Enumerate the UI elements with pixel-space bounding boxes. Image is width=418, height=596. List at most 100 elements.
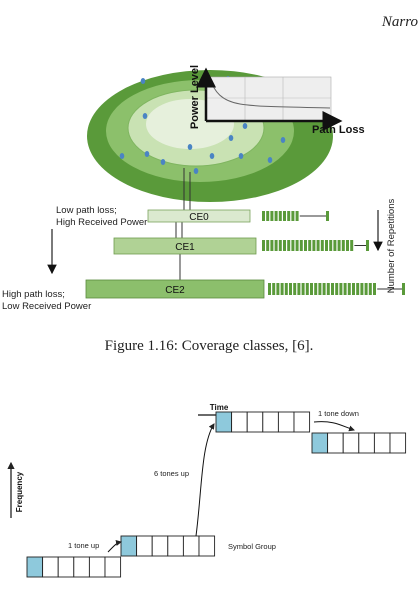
symbol-cell: [182, 535, 200, 557]
repetition-bar: [278, 211, 282, 221]
six-tones-up-arrow: [195, 423, 215, 537]
repetition-bar: [266, 211, 270, 221]
repetition-bar: [320, 240, 324, 251]
repetition-bar: [366, 240, 369, 251]
ce2-box: [85, 279, 265, 299]
repetition-bar: [339, 283, 343, 295]
symbol-cell: [88, 556, 106, 578]
symbol-cell: [311, 432, 329, 454]
repetition-bar: [318, 283, 322, 295]
repetition-bar: [326, 283, 330, 295]
symbol-cell: [57, 556, 75, 578]
symbol-cell: [198, 535, 216, 557]
ce1-label: CE1: [175, 242, 195, 253]
repetition-bar: [301, 283, 305, 295]
symbol-group-3: [215, 411, 311, 433]
repetitions-label: Number of Repetitions: [386, 198, 397, 293]
hopping-diagram: Time Frequency 1 tone up 6 tones up 1 to…: [7, 403, 407, 578]
repetition-bar: [337, 240, 341, 251]
repetition-bar: [347, 283, 351, 295]
repetition-bar: [291, 240, 295, 251]
symbol-cell: [327, 432, 344, 454]
ce0-box: [147, 209, 251, 223]
repetition-bar: [356, 283, 360, 295]
symbol-cell: [277, 411, 295, 433]
one-tone-down-label: 1 tone down: [318, 409, 359, 418]
repetition-bar: [272, 283, 276, 295]
repetition-bar: [341, 240, 345, 251]
repetition-bar: [268, 283, 271, 295]
repetition-bar: [289, 283, 292, 295]
ce2-repetitions: [268, 283, 405, 295]
symbol-cell: [136, 535, 153, 557]
repetition-bar: [360, 283, 364, 295]
repetition-bar: [402, 283, 405, 295]
repetition-bar: [270, 211, 274, 221]
symbol-cell: [120, 535, 138, 557]
one-tone-down-arrow: [313, 421, 355, 432]
repetition-bar: [295, 211, 299, 221]
symbol-group-2: [120, 535, 216, 557]
repetition-bar: [283, 240, 286, 251]
repetition-bar: [326, 211, 329, 221]
symbol-cell: [215, 411, 233, 433]
figure-caption: Figure 1.16: Coverage classes, [6].: [104, 338, 314, 354]
repetition-bar: [346, 240, 349, 251]
repetition-bar: [283, 211, 286, 221]
repetition-bar: [274, 240, 278, 251]
repetition-bar: [364, 283, 368, 295]
drop-lines: [175, 168, 191, 280]
coverage-diagram: Power Level Path Loss CE0 CE1 CE2 Low pa…: [2, 65, 405, 312]
symbol-cell: [262, 411, 279, 433]
repetition-bar: [335, 283, 339, 295]
symbol-cell: [73, 556, 90, 578]
repetition-bar: [333, 240, 337, 251]
repetition-bar: [368, 283, 372, 295]
ce0-repetitions: [262, 211, 329, 221]
six-tones-up-label: 6 tones up: [154, 469, 189, 478]
repetition-bar: [280, 283, 284, 295]
symbol-cell: [246, 411, 264, 433]
repetition-bar: [287, 211, 291, 221]
repetition-bar: [322, 283, 326, 295]
symbol-cell: [42, 556, 59, 578]
symbol-cell: [26, 556, 44, 578]
repetition-bar: [297, 283, 301, 295]
symbol-group-4: [311, 432, 407, 454]
inset-curve: [209, 77, 331, 109]
x-axis-label: Path Loss: [312, 124, 365, 136]
symbol-cell: [358, 432, 375, 454]
repetition-bar: [308, 240, 312, 251]
one-tone-up-arrow: [107, 540, 122, 553]
repetition-bar: [274, 211, 278, 221]
high-path-loss-text: High path loss; Low Received Power: [2, 289, 91, 312]
repetition-bar: [312, 240, 316, 251]
repetition-bar: [262, 240, 265, 251]
repetition-bar: [299, 240, 303, 251]
repetition-bar: [284, 283, 288, 295]
symbol-cell: [231, 411, 248, 433]
repetition-bar: [350, 240, 354, 251]
repetition-bar: [314, 283, 318, 295]
symbol-cell: [293, 411, 311, 433]
repetition-bar: [287, 240, 291, 251]
repetition-bar: [352, 283, 355, 295]
repetition-bar: [270, 240, 274, 251]
repetition-bar: [276, 283, 280, 295]
repetition-bar: [278, 240, 282, 251]
symbol-cell: [104, 556, 122, 578]
symbol-cell: [373, 432, 391, 454]
ce0-label: CE0: [189, 212, 209, 223]
repetition-bar: [310, 283, 313, 295]
inset-grid: [206, 77, 331, 121]
symbol-cell: [151, 535, 169, 557]
symbol-group-1: [26, 556, 122, 578]
repetition-bar: [262, 211, 265, 221]
symbol-cell: [167, 535, 184, 557]
repetition-bar: [266, 240, 270, 251]
one-tone-up-label: 1 tone up: [68, 541, 99, 550]
symbol-group-label: Symbol Group: [228, 542, 276, 551]
inset-plot: [205, 76, 332, 122]
frequency-label: Frequency: [15, 471, 24, 512]
